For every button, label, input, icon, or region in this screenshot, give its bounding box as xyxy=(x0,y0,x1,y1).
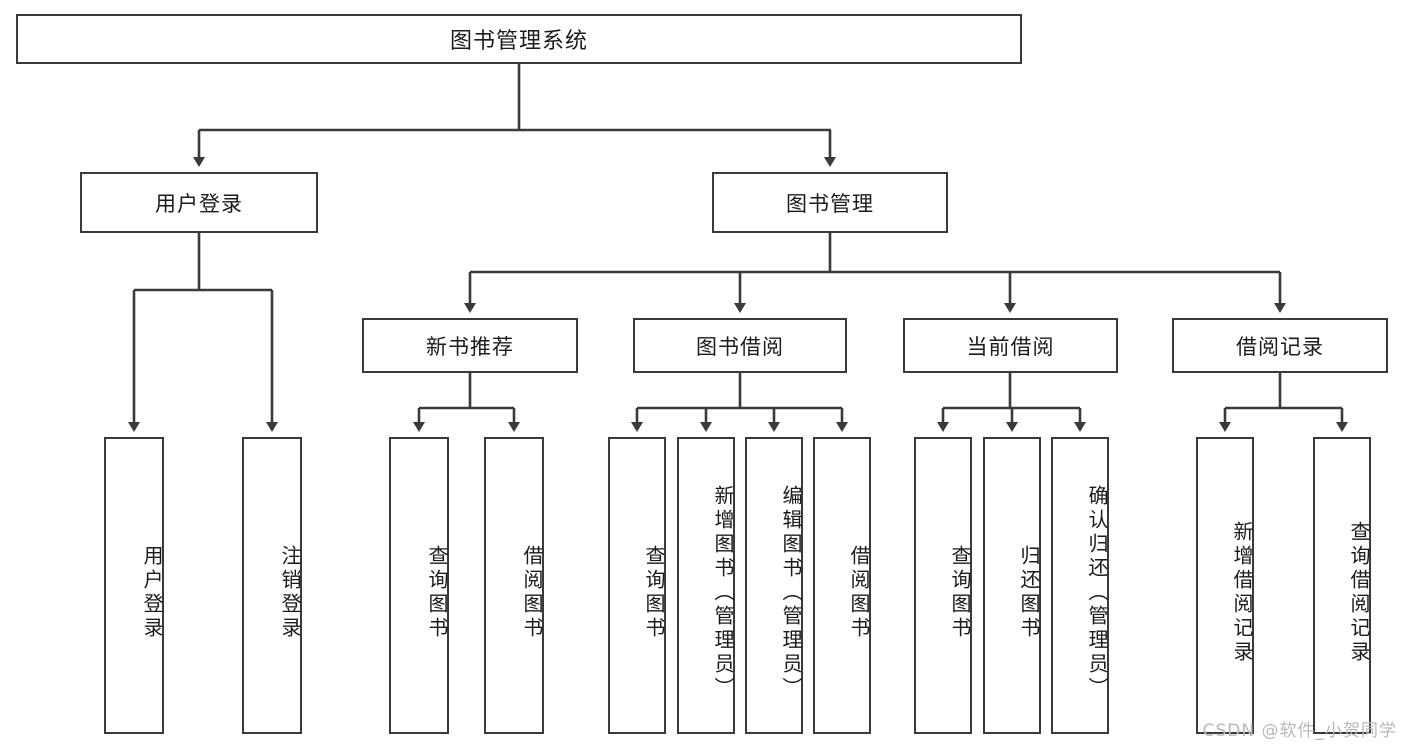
leaf-user-login-action[interactable]: 用户登录 xyxy=(104,437,164,734)
node-label: 借阅图书 xyxy=(847,544,871,641)
node-label: 查询图书 xyxy=(948,544,972,641)
node-label: 查询借阅记录 xyxy=(1347,520,1371,665)
node-label: 用户登录 xyxy=(140,544,164,641)
leaf-return-book[interactable]: 归还图书 xyxy=(983,437,1041,734)
leaf-edit-book-admin[interactable]: 编辑图书（管理员） xyxy=(745,437,803,734)
node-label: 新书推荐 xyxy=(426,334,514,359)
leaf-query-book-recommend[interactable]: 查询图书 xyxy=(389,437,449,734)
node-current-borrow[interactable]: 当前借阅 xyxy=(903,318,1118,373)
node-book-borrow[interactable]: 图书借阅 xyxy=(633,318,847,373)
node-label: 借阅记录 xyxy=(1236,334,1324,359)
node-label: 编辑图书（管理员） xyxy=(779,484,803,701)
node-label: 图书借阅 xyxy=(696,334,784,359)
node-label: 新增借阅记录 xyxy=(1230,520,1254,665)
node-user-login[interactable]: 用户登录 xyxy=(80,172,318,233)
node-label: 借阅图书 xyxy=(520,544,544,641)
leaf-query-book-current[interactable]: 查询图书 xyxy=(914,437,972,734)
node-label: 图书管理 xyxy=(786,191,874,216)
node-label: 新增图书（管理员） xyxy=(711,484,735,701)
node-new-book-recommend[interactable]: 新书推荐 xyxy=(362,318,578,373)
leaf-query-borrow-record[interactable]: 查询借阅记录 xyxy=(1313,437,1371,734)
node-label: 注销登录 xyxy=(278,544,302,641)
node-label: 归还图书 xyxy=(1017,544,1041,641)
leaf-add-book-admin[interactable]: 新增图书（管理员） xyxy=(677,437,735,734)
node-label: 图书管理系统 xyxy=(449,29,588,54)
node-label: 用户登录 xyxy=(155,191,243,216)
node-label: 当前借阅 xyxy=(966,334,1055,359)
csdn-watermark: CSDN @软件_小贺同学 xyxy=(1202,721,1397,741)
leaf-query-book-borrow[interactable]: 查询图书 xyxy=(608,437,666,734)
leaf-add-borrow-record[interactable]: 新增借阅记录 xyxy=(1196,437,1254,734)
node-root-system[interactable]: 图书管理系统 xyxy=(16,14,1022,64)
leaf-logout-action[interactable]: 注销登录 xyxy=(242,437,302,734)
node-label: 查询图书 xyxy=(425,544,449,641)
leaf-borrow-book-recommend[interactable]: 借阅图书 xyxy=(484,437,544,734)
node-borrow-record[interactable]: 借阅记录 xyxy=(1172,318,1388,373)
leaf-confirm-return-admin[interactable]: 确认归还（管理员） xyxy=(1051,437,1109,734)
node-label: 查询图书 xyxy=(642,544,666,641)
node-book-management[interactable]: 图书管理 xyxy=(712,172,948,233)
node-label: 确认归还（管理员） xyxy=(1085,484,1109,701)
leaf-borrow-book-action[interactable]: 借阅图书 xyxy=(813,437,871,734)
